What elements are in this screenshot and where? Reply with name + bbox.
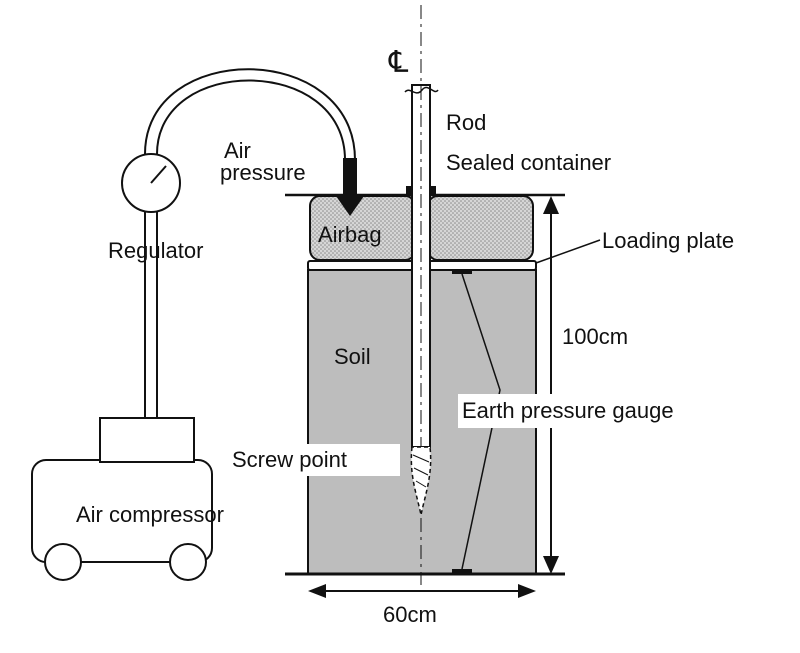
screw-point bbox=[410, 446, 432, 516]
airbag-label: Airbag bbox=[318, 222, 382, 247]
airbag-right bbox=[427, 195, 534, 261]
screw-thread-1 bbox=[412, 454, 430, 463]
soil-label: Soil bbox=[334, 344, 371, 369]
screw-thread-2 bbox=[413, 467, 429, 476]
width-arrow-right bbox=[518, 584, 536, 598]
compressor-wheel-left bbox=[44, 543, 82, 581]
screw-point-label-bg bbox=[228, 444, 400, 476]
width-dimension-label: 60cm bbox=[383, 602, 437, 627]
height-arrow-bottom bbox=[543, 556, 559, 574]
rod-break-mark bbox=[404, 86, 439, 94]
sealed-container-label: Sealed container bbox=[446, 150, 611, 175]
earth-pressure-gauge-label-bg bbox=[458, 394, 734, 428]
loading-plate-label: Loading plate bbox=[602, 228, 734, 253]
gauge-cable bbox=[461, 273, 501, 570]
earth-pressure-gauge-label: Earth pressure gauge bbox=[462, 398, 674, 423]
air-pressure-arrow-shaft bbox=[343, 158, 357, 198]
regulator-needle bbox=[150, 165, 167, 184]
height-dimension-label: 100cm bbox=[562, 324, 628, 349]
height-arrow-top bbox=[543, 196, 559, 214]
compressor-wheel-right bbox=[169, 543, 207, 581]
earth-pressure-gauge-bottom bbox=[452, 569, 472, 574]
air-hose-outer bbox=[144, 68, 356, 161]
screw-thread-3 bbox=[415, 480, 427, 488]
air-compressor-label: Air compressor bbox=[76, 502, 224, 527]
screw-point-label: Screw point bbox=[232, 447, 347, 472]
rod-label: Rod bbox=[446, 110, 486, 135]
air-hose-inner bbox=[156, 79, 346, 161]
centerline-symbol: ℄ bbox=[388, 45, 409, 80]
air-pressure-label-line2: pressure bbox=[220, 160, 306, 185]
width-arrow-left bbox=[308, 584, 326, 598]
regulator-label: Regulator bbox=[108, 238, 203, 263]
air-pressure-label-line1: Air bbox=[224, 138, 251, 163]
air-pressure-arrow-head bbox=[336, 196, 364, 216]
compressor-tank-top bbox=[99, 417, 195, 463]
earth-pressure-gauge-top bbox=[452, 269, 472, 274]
loading-plate-leader bbox=[535, 239, 601, 264]
